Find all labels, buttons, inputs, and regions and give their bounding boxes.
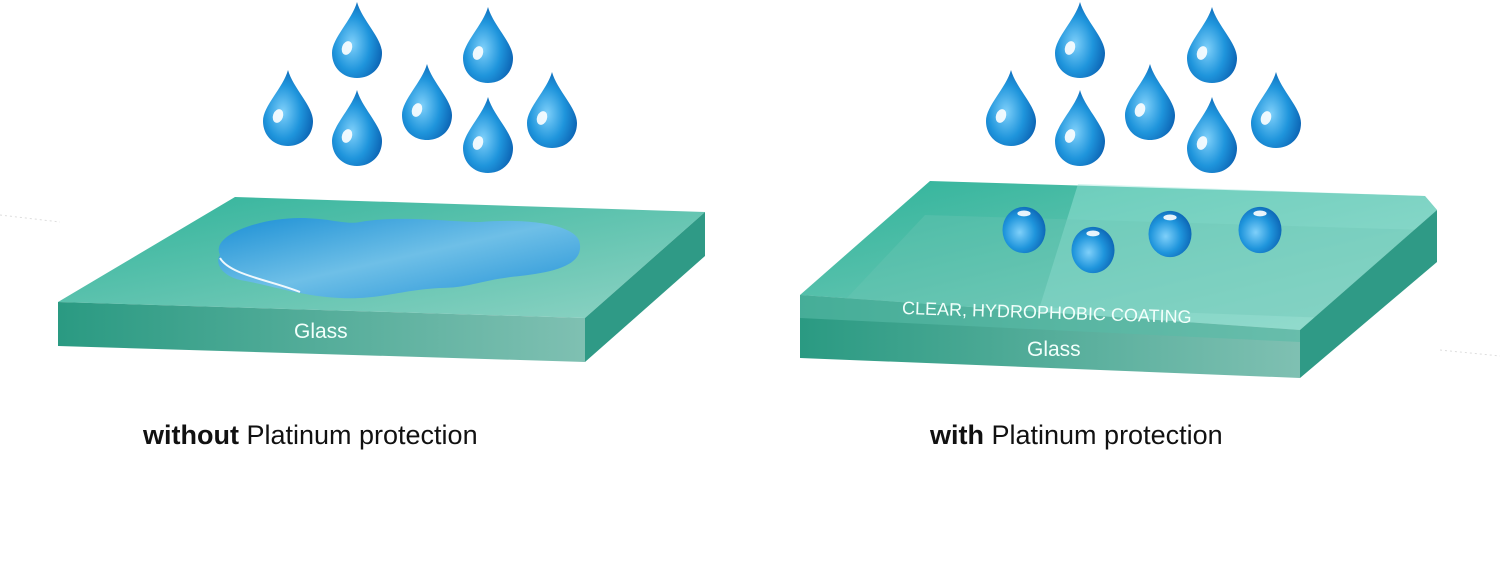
raindrop	[1055, 90, 1105, 166]
right-caption: with Platinum protection	[930, 420, 1223, 451]
left-glass-label: Glass	[294, 320, 348, 343]
left-glass-slab	[58, 197, 705, 362]
raindrop	[1251, 72, 1301, 148]
right-glass-slab	[800, 181, 1437, 378]
raindrop	[263, 70, 313, 146]
raindrop	[463, 97, 513, 173]
raindrop	[332, 90, 382, 166]
water-puddle	[218, 218, 581, 299]
right-raindrops	[986, 2, 1301, 173]
horizon-line	[1439, 349, 1500, 357]
caption-emphasis: with	[930, 420, 984, 450]
raindrop	[527, 72, 577, 148]
raindrop	[332, 2, 382, 78]
raindrop	[463, 7, 513, 83]
raindrop	[1125, 64, 1175, 140]
caption-text: Platinum protection	[984, 420, 1223, 450]
water-bead	[1148, 210, 1192, 258]
left-raindrops	[263, 2, 577, 173]
raindrop	[402, 64, 452, 140]
water-bead	[1238, 206, 1282, 254]
raindrop	[1187, 7, 1237, 83]
raindrop	[986, 70, 1036, 146]
caption-text: Platinum protection	[238, 420, 478, 450]
left-caption: without Platinum protection	[143, 420, 478, 451]
water-bead	[1071, 226, 1115, 274]
right-glass-label: Glass	[1027, 338, 1081, 361]
raindrop	[1055, 2, 1105, 78]
caption-emphasis: without	[143, 420, 239, 450]
horizon-line	[0, 214, 61, 223]
raindrop	[1187, 97, 1237, 173]
water-bead	[1002, 206, 1046, 254]
